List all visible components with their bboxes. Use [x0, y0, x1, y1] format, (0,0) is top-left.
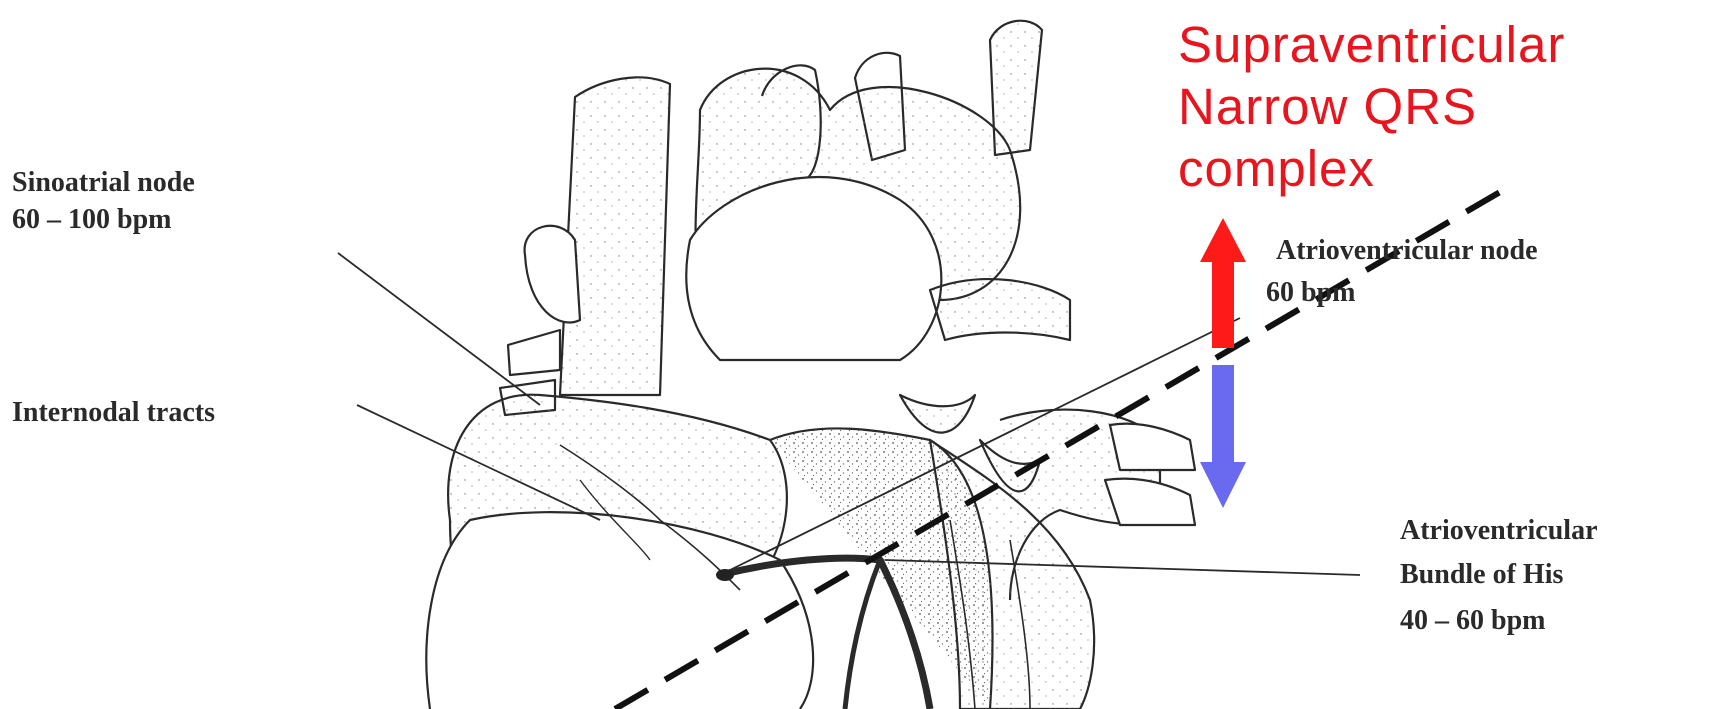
bundle-branch-right — [845, 560, 880, 709]
superior-vena-cava — [560, 77, 670, 395]
valve-leaflet-1 — [900, 395, 975, 433]
pulmonary-trunk — [686, 177, 941, 360]
heading-line-3: complex — [1178, 142, 1375, 196]
up-arrow — [1200, 218, 1246, 348]
av-node-label: Atrioventricular node — [1276, 234, 1538, 268]
heading-line-1: Supraventricular — [1178, 18, 1565, 72]
down-arrow-head — [1200, 462, 1246, 508]
sinoatrial-node-label: Sinoatrial node — [12, 166, 195, 200]
bundle-rate: 40 – 60 bpm — [1400, 604, 1545, 638]
av-node-dot — [716, 569, 734, 581]
pulmonary-vein-2 — [1105, 479, 1195, 525]
left-pulmonary-artery — [930, 279, 1070, 340]
up-arrow-head — [1200, 218, 1246, 262]
av-node-rate: 60 bpm — [1266, 276, 1355, 310]
down-arrow-shaft — [1212, 365, 1234, 465]
pulmonary-vein-1 — [1110, 424, 1195, 470]
leader-sa-node — [338, 253, 540, 405]
heart-illustration — [426, 21, 1195, 709]
heading-line-2: Narrow QRS — [1178, 80, 1477, 134]
down-arrow — [1200, 365, 1246, 508]
sinoatrial-node-rate: 60 – 100 bpm — [12, 203, 171, 237]
bundle-label-line1: Atrioventricular — [1400, 514, 1598, 548]
bundle-label-line2: Bundle of His — [1400, 558, 1563, 592]
vessel-stub-1 — [508, 330, 560, 375]
internodal-tracts-label: Internodal tracts — [12, 396, 215, 430]
right-auricle — [525, 226, 580, 323]
up-arrow-shaft — [1212, 258, 1234, 348]
